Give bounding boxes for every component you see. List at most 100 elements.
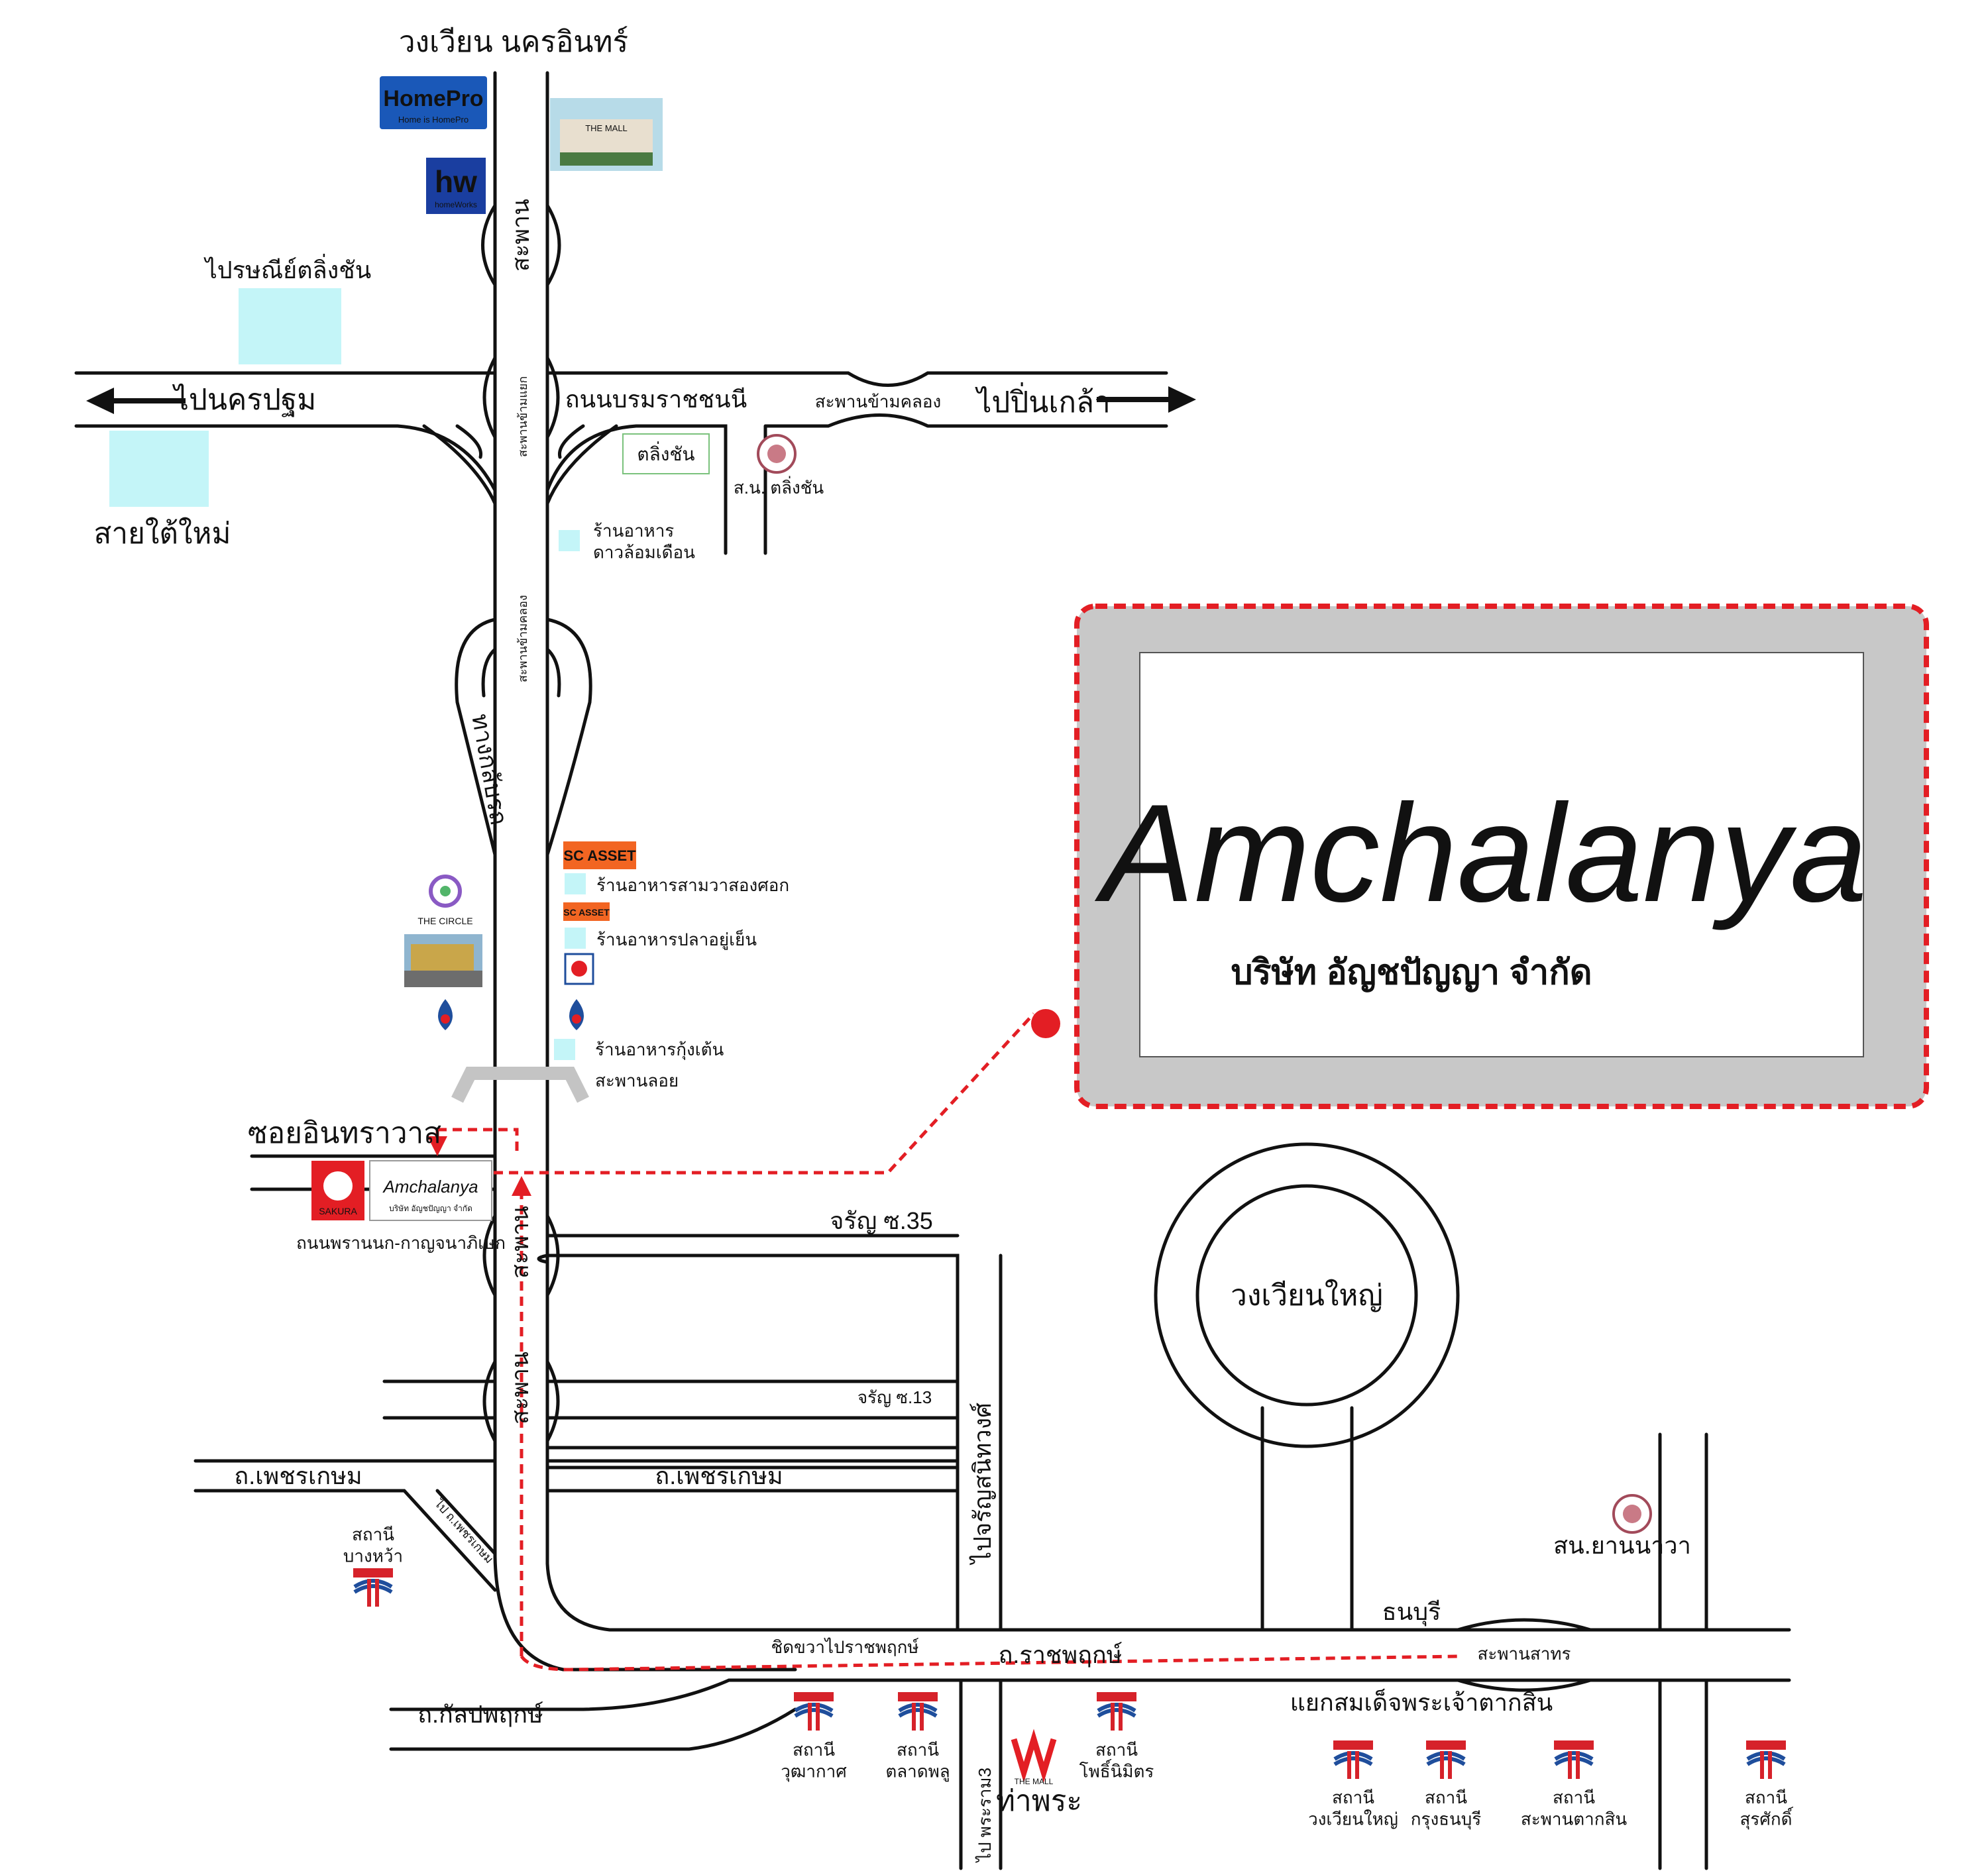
label-station-surasak: สถานีสุรศักดิ์ bbox=[1740, 1788, 1794, 1830]
wongwian-yai-outer bbox=[1154, 1142, 1460, 1448]
bts-icon-wongwian-yai bbox=[1333, 1740, 1373, 1779]
road-network bbox=[74, 71, 1791, 1870]
label-restaurant-daolom: ร้านอาหารดาวล้อมเดือน bbox=[593, 521, 695, 562]
police-seal-talingchan bbox=[757, 434, 797, 474]
charan-35-left bbox=[537, 1254, 549, 1264]
svg-text:SAKURA: SAKURA bbox=[319, 1206, 357, 1216]
label-police-yannawa: สน.ยานนาวา bbox=[1553, 1532, 1691, 1559]
rama3-road bbox=[959, 1678, 1003, 1870]
label-sai-tai-mai: สายใต้ใหม่ bbox=[94, 517, 231, 550]
label-to-rama3: ไป พระราม3 bbox=[975, 1768, 995, 1863]
susco-logo bbox=[564, 953, 594, 985]
sathorn-bridge bbox=[1456, 1618, 1592, 1692]
label-police-talingchan: ส.น. ตลิ่งชัน bbox=[734, 476, 824, 498]
ptt-logo-right bbox=[569, 999, 584, 1030]
main-road-left-edge bbox=[493, 71, 797, 1672]
homeworks-logo: hw homeWorks bbox=[426, 158, 486, 214]
label-station-krung-thonburi: สถานีกรุงธนบุรี bbox=[1411, 1788, 1482, 1830]
label-restaurant-kung: ร้านอาหารกุ้งเต้น bbox=[595, 1040, 724, 1060]
label-restaurant-samwa: ร้านอาหารสามวาสองศอก bbox=[596, 875, 789, 895]
destination-dot bbox=[1031, 1009, 1060, 1038]
label-nakhon-in-circle: วงเวียน นครอินทร์ bbox=[399, 26, 628, 58]
junction-ramp-left bbox=[422, 424, 497, 506]
wongwian-yai-stem bbox=[1260, 1406, 1354, 1632]
amchalanya-small-sign: Amchalanya บริษัท อัญชปัญญา จำกัด bbox=[369, 1160, 492, 1221]
right-road-2 bbox=[1658, 1678, 1708, 1870]
label-soi-inthrawat: ซอยอินทราวาส bbox=[248, 1117, 441, 1149]
the-circle-photo bbox=[404, 934, 482, 987]
label-borommaratchachonnani: ถนนบรมราชชนนี bbox=[565, 386, 747, 413]
bts-icon-bangwa bbox=[353, 1568, 393, 1607]
borommaratchachonnani-top-edge bbox=[74, 371, 1168, 387]
label-bridge-over-canal-mid: สะพานข้ามคลอง bbox=[516, 595, 529, 682]
label-phetkasem-left: ถ.เพชรเกษม bbox=[234, 1462, 362, 1489]
label-thonburi: ธนบุรี bbox=[1382, 1598, 1441, 1627]
label-station-pho-nimit: สถานีโพธิ์นิมิตร bbox=[1079, 1740, 1154, 1782]
sc-asset-logo-2: SC ASSET bbox=[563, 902, 610, 921]
label-tha-phra: ท่าพระ bbox=[996, 1785, 1082, 1817]
company-signature: Amchalanya bbox=[1094, 775, 1867, 931]
label-wongwian-yai: วงเวียนใหญ่ bbox=[1231, 1279, 1383, 1312]
svg-text:HomePro: HomePro bbox=[383, 86, 483, 111]
label-station-bang-wa: สถานีบางหว้า bbox=[343, 1524, 403, 1566]
u-turn-loop bbox=[455, 617, 592, 857]
label-station-saphan-taksin: สถานีสะพานตากสิน bbox=[1521, 1788, 1627, 1829]
label-to-nakhon-pathom: ไปนครปฐม bbox=[172, 383, 316, 417]
label-charan-13: จรัญ ซ.13 bbox=[857, 1387, 932, 1407]
arrow-to-nakhon-pathom bbox=[86, 388, 186, 414]
svg-text:THE MALL: THE MALL bbox=[585, 123, 628, 133]
bts-icon-talat-phlu bbox=[898, 1692, 938, 1731]
sai-tai-mai-block bbox=[109, 431, 209, 507]
junction-bulge bbox=[482, 356, 560, 439]
sc-asset-logo-1: SC ASSET bbox=[563, 841, 636, 869]
the-circle-logo: THE CIRCLE bbox=[417, 875, 473, 926]
homepro-logo: HomePro Home is HomePro bbox=[380, 76, 487, 129]
label-bridge-mid-vertical-2: สะพาน bbox=[506, 1352, 533, 1424]
charan-35-road bbox=[545, 1234, 960, 1470]
label-to-charansanitwong: ไปจรัญสนิทวงศ์ bbox=[969, 1403, 996, 1566]
arrow-to-pinklao bbox=[1097, 386, 1196, 413]
label-station-wongwian-yai: สถานีวงเวียนใหญ่ bbox=[1308, 1788, 1398, 1829]
label-bridge-over-junction: สะพานข้ามแยก bbox=[516, 376, 529, 457]
talingchan-hospital-logo: ตลิ่งชัน bbox=[622, 433, 710, 474]
svg-text:hw: hw bbox=[435, 164, 477, 199]
bts-icon-krung-thonburi bbox=[1426, 1740, 1466, 1779]
phetkasem-road bbox=[193, 1459, 960, 1592]
junction-ramp-right bbox=[545, 424, 618, 506]
borommaratchachonnani-bottom-edge bbox=[74, 413, 1168, 555]
svg-text:homeWorks: homeWorks bbox=[435, 200, 477, 209]
svg-text:ตลิ่งชัน: ตลิ่งชัน bbox=[637, 441, 694, 464]
label-to-pinklao: ไปปิ่นเกล้า bbox=[975, 382, 1110, 419]
main-road-right-edge bbox=[545, 71, 1791, 1632]
charan-13-road bbox=[382, 1379, 960, 1420]
label-ratchaphruek: ถ.ราชพฤกษ์ bbox=[999, 1641, 1123, 1668]
company-name: บริษัท อัญชปัญญา จำกัด bbox=[1231, 953, 1592, 992]
floating-bridge-shape bbox=[451, 1067, 589, 1103]
bts-icon-surasak bbox=[1746, 1740, 1786, 1779]
label-restaurant-pla: ร้านอาหารปลาอยู่เย็น bbox=[596, 929, 757, 950]
label-sathorn-bridge: สะพานสาทร bbox=[1478, 1644, 1571, 1664]
phetkasem-diag-inner bbox=[435, 1489, 497, 1556]
label-road-phran-nok: ถนนพรานนก-กาญจนาภิเษก bbox=[296, 1233, 506, 1253]
bridge-bulge-mid-1 bbox=[482, 1214, 560, 1297]
restaurant-pla-block bbox=[565, 928, 586, 949]
wongwian-yai-inner bbox=[1195, 1184, 1418, 1407]
svg-text:Home is HomePro: Home is HomePro bbox=[398, 115, 469, 125]
label-bridge-mid-vertical-1: สะพาน bbox=[506, 1206, 533, 1279]
label-floating-bridge: สะพานลอย bbox=[595, 1071, 679, 1091]
bts-icon-pho-nimit bbox=[1097, 1692, 1136, 1731]
label-charan-35: จรัญ ซ.35 bbox=[830, 1207, 933, 1234]
label-station-wutthakat: สถานีวุฒากาศ bbox=[781, 1740, 847, 1782]
label-bridge-canal-top: สะพานข้ามคลอง bbox=[815, 392, 942, 411]
svg-text:บริษัท อัญชปัญญา จำกัด: บริษัท อัญชปัญญา จำกัด bbox=[389, 1204, 472, 1213]
u-turn-inner bbox=[481, 647, 561, 698]
bts-icon-saphan-taksin bbox=[1554, 1740, 1594, 1779]
route-line bbox=[427, 1012, 1459, 1672]
mall-logo-thapra: THE MALL bbox=[1011, 1729, 1057, 1786]
mall-photo: THE MALL bbox=[550, 98, 663, 171]
svg-text:THE MALL: THE MALL bbox=[1015, 1777, 1054, 1786]
sakura-logo: SAKURA bbox=[311, 1161, 364, 1220]
company-panel: Amchalanya บริษัท อัญชปัญญา จำกัด bbox=[1074, 604, 1929, 1109]
right-road-1 bbox=[1658, 1432, 1708, 1632]
